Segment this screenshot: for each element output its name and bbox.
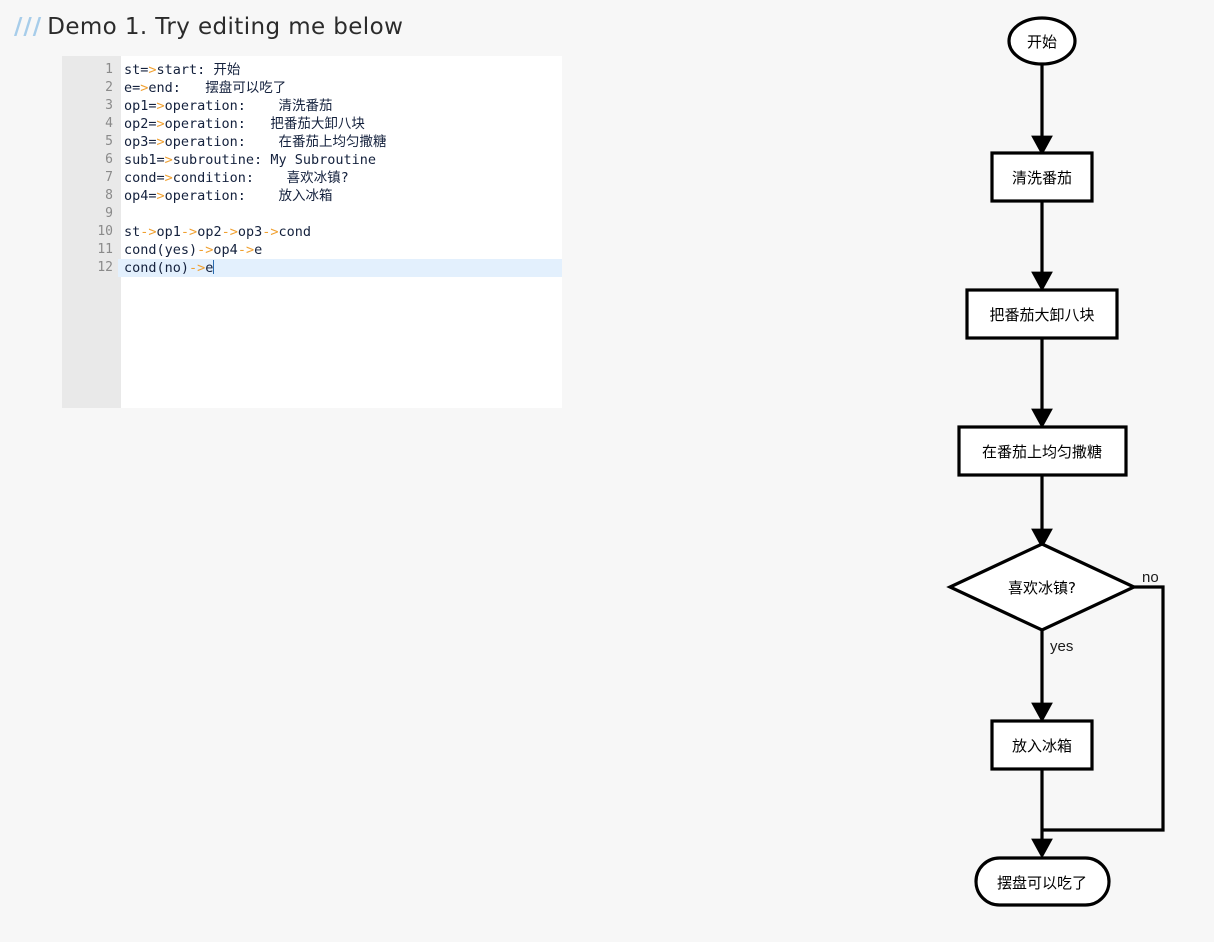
- code-token-text: e: [205, 260, 214, 276]
- line-number: 10: [97, 224, 113, 239]
- node-op2-label: 把番茄大卸八块: [989, 306, 1094, 324]
- text-cursor: [213, 260, 215, 274]
- code-token-id: st=: [124, 62, 149, 78]
- code-token-text: op2: [197, 224, 222, 240]
- code-token-text: op3: [237, 224, 263, 240]
- node-op4-label: 放入冰箱: [1012, 737, 1072, 755]
- code-token-id: op1=: [124, 98, 157, 114]
- code-line[interactable]: op3=>operation: 在番茄上均匀撒糖: [121, 133, 562, 151]
- edge-label-yes: yes: [1050, 638, 1073, 655]
- line-number: 6: [105, 152, 113, 167]
- code-token-arrow: >: [156, 134, 165, 150]
- code-token-text: cond(yes): [124, 242, 198, 258]
- code-token-id: op3=: [124, 134, 157, 150]
- code-token-text: start: 开始: [156, 62, 241, 78]
- flowchart-diagram: 开始 清洗番茄 把番茄大卸八块 在番茄上均匀撒糖 喜欢冰镇? no yes 放入…: [900, 0, 1214, 942]
- code-token-text: operation: 在番茄上均匀撒糖: [164, 134, 387, 150]
- code-token-text: cond(no): [124, 260, 190, 276]
- code-token-arrow: >: [164, 152, 173, 168]
- code-line[interactable]: st=>start: 开始: [121, 61, 562, 79]
- code-line[interactable]: op4=>operation: 放入冰箱: [121, 187, 562, 205]
- node-op3-label: 在番茄上均匀撒糖: [982, 443, 1102, 461]
- code-line[interactable]: op1=>operation: 清洗番茄: [121, 97, 562, 115]
- page-title-text: Demo 1. Try editing me below: [47, 14, 404, 40]
- node-cond-shape: [946, 542, 1138, 632]
- node-op1-shape: [990, 151, 1094, 203]
- editor-line-number-gutter: 1 2 3 4 5 6 7 8 9 10 11 12: [62, 56, 121, 408]
- node-start-label: 开始: [1027, 33, 1057, 51]
- node-op3-shape: [957, 425, 1128, 477]
- code-line[interactable]: cond(yes)->op4->e: [121, 241, 562, 259]
- code-line[interactable]: st->op1->op2->op3->cond: [121, 223, 562, 241]
- slash-decoration-icon: ///: [14, 14, 43, 40]
- code-token-id: op4=: [124, 188, 157, 204]
- code-token-arrow: ->: [189, 260, 206, 276]
- node-op1-label: 清洗番茄: [1012, 169, 1072, 187]
- line-number: 4: [105, 116, 113, 131]
- code-token-arrow: ->: [237, 242, 255, 258]
- node-cond-label: 喜欢冰镇?: [1008, 579, 1076, 597]
- line-number: 9: [105, 206, 113, 221]
- code-line[interactable]: op2=>operation: 把番茄大卸八块: [121, 115, 562, 133]
- code-token-arrow: >: [156, 116, 165, 132]
- code-token-arrow: ->: [140, 224, 157, 240]
- code-line[interactable]: cond=>condition: 喜欢冰镇?: [121, 169, 562, 187]
- line-number: 8: [105, 188, 113, 203]
- code-token-text: subroutine: My Subroutine: [172, 152, 376, 168]
- code-editor[interactable]: 1 2 3 4 5 6 7 8 9 10 11 12 st=>start: 开始…: [62, 56, 562, 408]
- code-token-text: operation: 把番茄大卸八块: [164, 116, 365, 132]
- code-token-text: condition: 喜欢冰镇?: [172, 170, 349, 186]
- code-token-text: op4: [213, 242, 238, 258]
- code-token-text: op1: [156, 224, 181, 240]
- code-line[interactable]: e=>end: 摆盘可以吃了: [121, 79, 562, 97]
- code-token-arrow: >: [164, 170, 173, 186]
- line-number: 2: [105, 80, 113, 95]
- code-token-text: end: 摆盘可以吃了: [148, 80, 287, 96]
- page-title: ///Demo 1. Try editing me below: [14, 14, 403, 40]
- node-op4-shape: [990, 719, 1094, 771]
- code-token-arrow: ->: [197, 242, 214, 258]
- line-number: 1: [105, 62, 113, 77]
- code-token-arrow: ->: [180, 224, 198, 240]
- edge-cond-no-to-end: [1042, 585, 1165, 832]
- code-token-arrow: >: [156, 188, 165, 204]
- code-token-arrow: ->: [221, 224, 238, 240]
- code-token-text: st: [124, 224, 141, 240]
- edge-label-no: no: [1142, 569, 1159, 586]
- code-token-text: operation: 放入冰箱: [164, 188, 333, 204]
- node-end-label: 摆盘可以吃了: [997, 874, 1087, 892]
- code-token-text: e: [254, 242, 263, 258]
- code-token-id: cond=: [124, 170, 165, 186]
- line-number: 3: [105, 98, 113, 113]
- node-op2-shape: [965, 288, 1119, 340]
- code-token-text: cond: [278, 224, 312, 240]
- code-line[interactable]: [121, 205, 562, 223]
- code-token-id: sub1=: [124, 152, 165, 168]
- code-token-arrow: >: [140, 80, 149, 96]
- code-line[interactable]: cond(no)->e: [118, 259, 562, 277]
- line-number: 12: [97, 260, 113, 275]
- code-token-arrow: >: [156, 98, 165, 114]
- line-number: 5: [105, 134, 113, 149]
- code-token-id: e=: [124, 80, 141, 96]
- node-start-shape: [1007, 16, 1077, 66]
- code-token-id: op2=: [124, 116, 157, 132]
- line-number: 7: [105, 170, 113, 185]
- code-token-arrow: ->: [262, 224, 279, 240]
- line-number: 11: [97, 242, 113, 257]
- node-end-shape: [974, 856, 1111, 907]
- code-token-arrow: >: [148, 62, 157, 78]
- code-line[interactable]: sub1=>subroutine: My Subroutine: [121, 151, 562, 169]
- code-token-text: operation: 清洗番茄: [164, 98, 333, 114]
